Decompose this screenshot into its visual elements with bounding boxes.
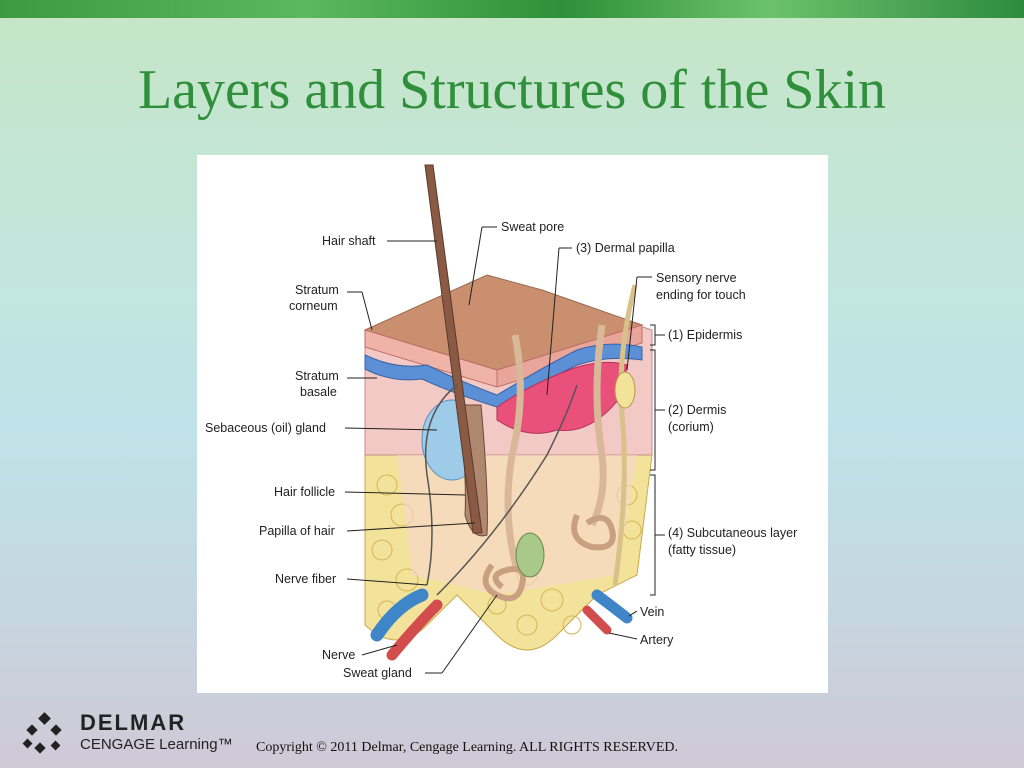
vein-left: [370, 588, 429, 642]
label-dermis-2: (corium): [668, 420, 714, 434]
logo-text-cengage: CENGAGE Learning™: [80, 736, 233, 753]
leader-lines: [344, 226, 665, 674]
sweat-gland-coil: [482, 563, 526, 602]
label-artery: Artery: [640, 633, 674, 647]
label-sweat-pore: Sweat pore: [501, 220, 564, 234]
vein-right: [591, 589, 633, 624]
label-stratum-corneum-2: corneum: [289, 299, 338, 313]
label-nerve: Nerve: [322, 648, 355, 662]
label-dermis: (2) Dermis: [668, 403, 726, 417]
label-epidermis: (1) Epidermis: [668, 328, 742, 342]
hair-shaft: [424, 164, 483, 534]
skin-diagram: Hair shaft Stratum corneum Stratum basal…: [197, 155, 828, 693]
sensory-nerve: [612, 284, 638, 586]
label-stratum-corneum: Stratum: [295, 283, 339, 297]
artery-right: [582, 605, 612, 635]
label-sebaceous-gland: Sebaceous (oil) gland: [205, 421, 326, 435]
sweat-duct: [504, 334, 524, 571]
delmar-cengage-logo: DELMAR CENGAGE Learning™: [22, 708, 252, 758]
label-papilla-of-hair: Papilla of hair: [259, 524, 335, 538]
slide-title: Layers and Structures of the Skin: [137, 59, 887, 121]
skin-diagram-illustration: Hair shaft Stratum corneum Stratum basal…: [205, 164, 797, 680]
label-stratum-basale: Stratum: [295, 369, 339, 383]
label-subcutaneous-2: (fatty tissue): [668, 543, 736, 557]
label-sensory-nerve: Sensory nerve: [656, 271, 737, 285]
artery-left: [386, 599, 443, 661]
logo-mark-icon: [22, 712, 62, 754]
label-hair-shaft: Hair shaft: [322, 234, 376, 248]
stratum-basale: [364, 343, 643, 408]
pacinian-corpuscle: [515, 532, 545, 578]
dermis-lower: [397, 455, 637, 595]
touch-receptor: [614, 371, 636, 409]
logo-text-delmar: DELMAR: [80, 710, 187, 735]
sweat-duct-right: [588, 324, 607, 527]
top-accent-bar: [0, 0, 1024, 18]
label-sweat-gland: Sweat gland: [343, 666, 412, 680]
label-stratum-basale-2: basale: [300, 385, 337, 399]
label-dermal-papilla: (3) Dermal papilla: [576, 241, 675, 255]
nerve-fibers: [424, 384, 578, 596]
label-subcutaneous: (4) Subcutaneous layer: [668, 526, 797, 540]
copyright-notice: Copyright © 2011 Delmar, Cengage Learnin…: [256, 740, 679, 755]
sweat-gland-coil-right: [571, 513, 616, 551]
label-vein: Vein: [640, 605, 664, 619]
label-nerve-fiber: Nerve fiber: [275, 572, 336, 586]
label-sensory-nerve-2: ending for touch: [656, 288, 746, 302]
label-hair-follicle: Hair follicle: [274, 485, 335, 499]
